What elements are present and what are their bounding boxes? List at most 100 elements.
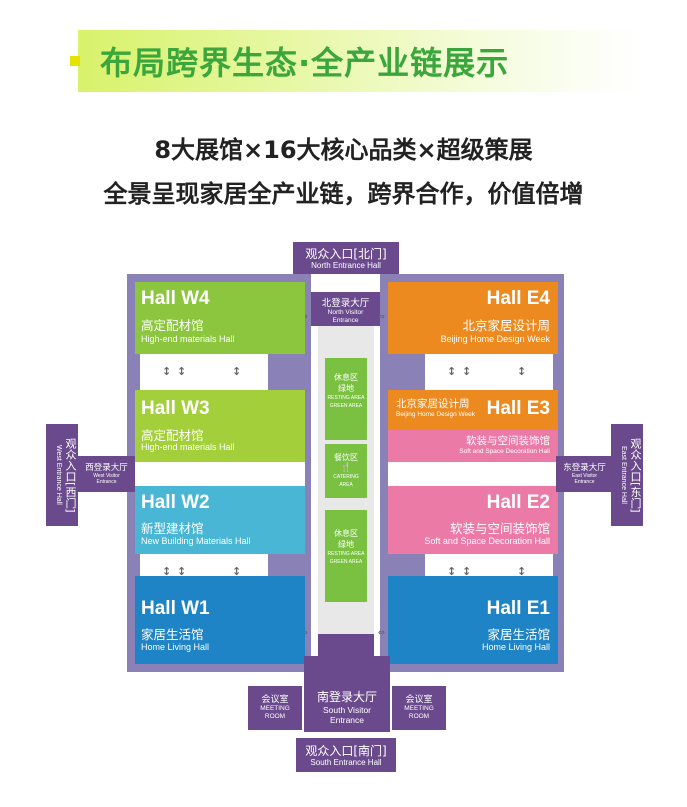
corridor-arrows: ↕ (232, 565, 243, 578)
east-visitor-cn: 东登录大厅 (563, 463, 606, 473)
east-visitor-en1: East Visitor (571, 473, 598, 479)
corridor-arrows: ↕ ↕ (162, 365, 188, 378)
corridor-arrows: ↕ (517, 365, 528, 378)
rest-bottom-en1: RESTING AREA (327, 551, 365, 557)
hall-e3-name: Hall E3 (486, 398, 550, 419)
hall-e2[interactable]: Hall E2 软装与空间装饰馆 Soft and Space Decorati… (388, 486, 558, 554)
corridor-e4-e3: ↕ ↕ ↕ (425, 354, 553, 390)
hall-e3-soft-decoration[interactable]: 软装与空间装饰馆 Soft and Space Decoration Hall (388, 430, 558, 462)
hall-w2-en: New Building Materials Hall (141, 536, 251, 546)
north-visitor-lobby[interactable]: 北登录大厅 North Visitor Entrance (311, 292, 380, 326)
east-entrance-cn: 观众入口[东门] (629, 437, 642, 513)
west-visitor-en2: Entrance (96, 479, 117, 485)
west-entrance-cn: 观众入口[西门] (64, 437, 77, 513)
north-entrance[interactable]: 观众入口[北门] North Entrance Hall (293, 242, 399, 274)
rest-bottom-cn1: 休息区 (334, 529, 358, 538)
catering-cn: 餐饮区 (334, 453, 358, 462)
subtitle-line-1: 8大展馆×16大核心品类×超级策展 (154, 136, 533, 164)
hall-w2-name: Hall W2 (141, 492, 210, 513)
meeting-left-en2: ROOM (264, 713, 286, 720)
rest-bottom-cn2: 绿地 (338, 540, 354, 549)
hall-e2-en: Soft and Space Decoration Hall (424, 536, 550, 546)
south-visitor-cn: 南登录大厅 (316, 690, 377, 704)
page-title: 布局跨界生态·全产业链展示 (100, 44, 510, 82)
east-entrance[interactable]: 观众入口[东门] East Entrance Hall (611, 424, 643, 526)
rest-top-en1: RESTING AREA (327, 395, 365, 401)
hall-w4-name: Hall W4 (141, 288, 210, 309)
corridor-arrows: ↕ ↕ (162, 565, 188, 578)
hall-e1-name: Hall E1 (486, 598, 550, 619)
hall-e1[interactable]: Hall E1 家居生活馆 Home Living Hall (388, 576, 558, 664)
hall-e3[interactable]: 北京家居设计周 Beijing Home Design Week Hall E3 (388, 390, 558, 430)
rest-top-cn1: 休息区 (334, 373, 358, 382)
hall-w3[interactable]: Hall W3 高定配材馆 High-end materials Hall (135, 390, 305, 462)
hall-e3-en: Beijing Home Design Week (396, 411, 475, 418)
subtitle-line-2: 全景呈现家居全产业链，跨界合作，价值倍增 (103, 180, 584, 208)
rest-bottom-en2: GREEN AREA (329, 559, 363, 565)
hall-e4-cn: 北京家居设计周 (462, 318, 550, 333)
west-entrance-en: West Entrance Hall (55, 445, 62, 505)
hall-e4[interactable]: Hall E4 北京家居设计周 Beijing Home Design Week (388, 282, 558, 354)
hall-e1-cn: 家居生活馆 (487, 627, 550, 642)
meeting-room-left[interactable]: 会议室 MEETING ROOM (248, 686, 302, 730)
title-banner (78, 30, 638, 92)
west-visitor-en1: West Visitor (93, 473, 120, 479)
hall-w3-name: Hall W3 (141, 398, 210, 419)
north-entrance-en: North Entrance Hall (311, 261, 381, 270)
hall-w1-en: Home Living Hall (141, 642, 210, 652)
rest-top-cn2: 绿地 (338, 384, 354, 393)
hall-w2[interactable]: Hall W2 新型建材馆 New Building Materials Hal… (135, 486, 305, 554)
hall-w2-cn: 新型建材馆 (141, 521, 204, 536)
corridor-arrow-ne: ⇔ (378, 312, 386, 321)
catering-area[interactable]: 餐饮区 🍴 CATERING AREA (325, 444, 367, 498)
west-visitor-cn: 西登录大厅 (85, 463, 128, 473)
hall-e1-en: Home Living Hall (481, 642, 550, 652)
catering-en2: AREA (339, 482, 353, 488)
hall-w1[interactable]: Hall W1 家居生活馆 Home Living Hall (135, 576, 305, 664)
south-entrance[interactable]: 观众入口[南门] South Entrance Hall (296, 738, 396, 772)
south-entrance-en: South Entrance Hall (310, 758, 382, 767)
corridor-w3-w2 (135, 462, 305, 486)
south-stem (318, 634, 374, 656)
catering-icon: 🍴 (340, 463, 352, 473)
hall-e2-name: Hall E2 (486, 492, 550, 513)
hall-w3-en: High-end materials Hall (141, 442, 235, 452)
meeting-right-en1: MEETING (404, 705, 434, 712)
hall-w1-name: Hall W1 (141, 598, 210, 619)
west-visitor-lobby[interactable]: 西登录大厅 West Visitor Entrance (78, 456, 135, 492)
hall-e3b-cn: 软装与空间装饰馆 (466, 435, 550, 447)
hall-e2-cn: 软装与空间装饰馆 (449, 521, 550, 536)
north-visitor-en2: Entrance (332, 317, 359, 324)
south-entrance-cn: 观众入口[南门] (305, 744, 387, 758)
corridor-e3-e2 (388, 462, 558, 486)
meeting-room-right[interactable]: 会议室 MEETING ROOM (392, 686, 446, 730)
north-visitor-cn: 北登录大厅 (321, 298, 370, 309)
hall-e3-cn: 北京家居设计周 (396, 398, 470, 410)
west-entrance[interactable]: 观众入口[西门] West Entrance Hall (46, 424, 78, 526)
north-visitor-en1: North Visitor (327, 309, 364, 316)
corridor-w4-w3: ↕ ↕ ↕ (140, 354, 268, 390)
east-visitor-en2: Entrance (574, 479, 595, 485)
hall-w4[interactable]: Hall W4 高定配材馆 High-end materials Hall (135, 282, 305, 354)
resting-area-top[interactable]: 休息区 绿地 RESTING AREA GREEN AREA (325, 358, 367, 440)
title-bullet (70, 56, 80, 66)
hall-w1-cn: 家居生活馆 (141, 627, 204, 642)
corridor-arrows: ↕ ↕ (447, 365, 473, 378)
corridor-arrows: ↕ (232, 365, 243, 378)
meeting-left-en1: MEETING (260, 705, 290, 712)
south-visitor-en2: Entrance (329, 715, 365, 725)
north-entrance-cn: 观众入口[北门] (305, 247, 387, 261)
corridor-arrows: ↕ ↕ (447, 565, 473, 578)
rest-top-en2: GREEN AREA (329, 403, 363, 409)
resting-area-bottom[interactable]: 休息区 绿地 RESTING AREA GREEN AREA (325, 510, 367, 602)
hall-w4-cn: 高定配材馆 (141, 318, 204, 333)
hall-e3b-en: Soft and Space Decoration Hall (459, 448, 550, 455)
south-visitor-lobby[interactable]: 南登录大厅 South Visitor Entrance (304, 656, 390, 732)
hall-e4-en: Beijing Home Design Week (440, 334, 550, 344)
meeting-right-en2: ROOM (408, 713, 430, 720)
hall-w3-cn: 高定配材馆 (141, 428, 204, 443)
catering-en1: CATERING (333, 474, 359, 480)
east-visitor-lobby[interactable]: 东登录大厅 East Visitor Entrance (556, 456, 613, 492)
corridor-arrow-se: ⇔ (378, 628, 386, 637)
